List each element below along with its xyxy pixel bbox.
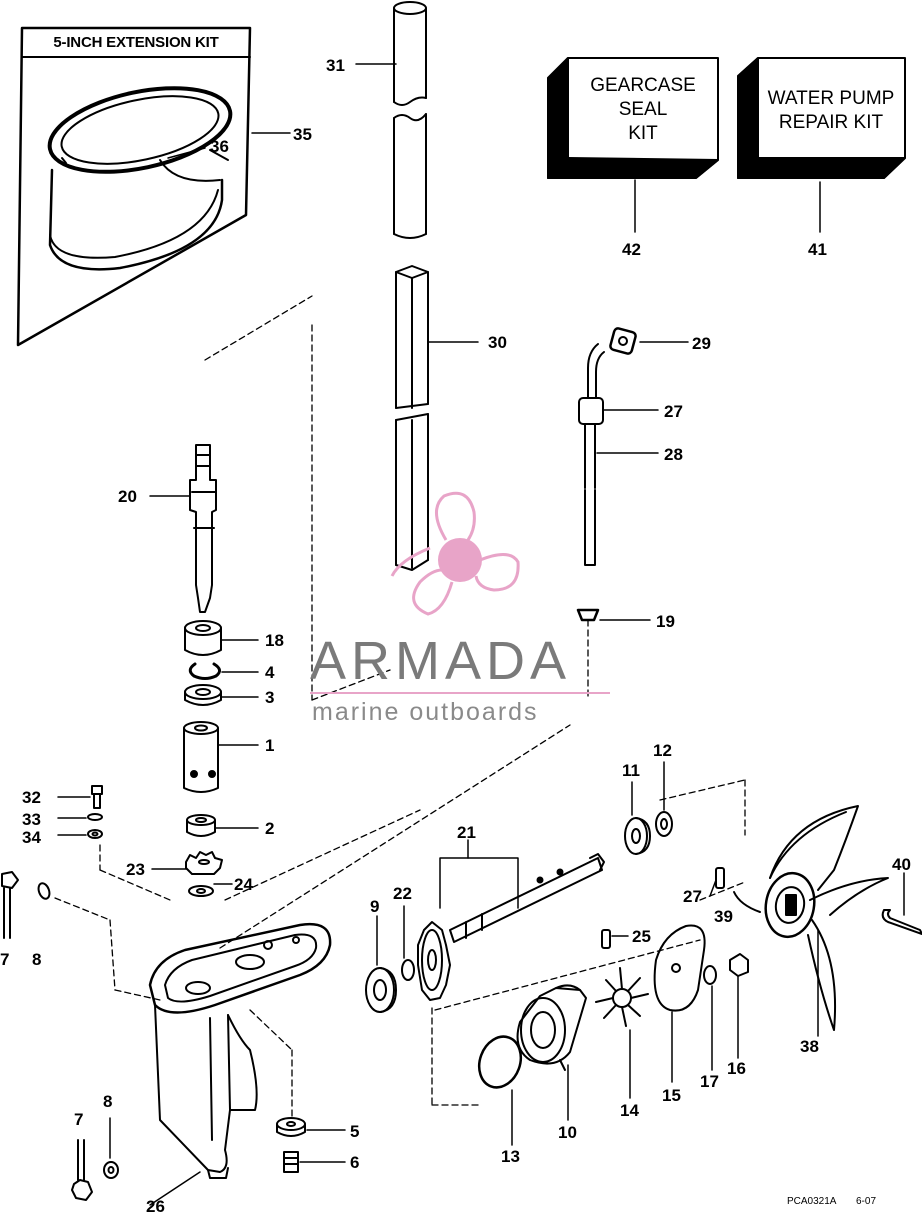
part-label-4: 4	[265, 663, 275, 682]
water-tube	[578, 343, 659, 566]
part-label-25: 25	[632, 927, 651, 946]
water-pump-kit-box	[737, 57, 906, 233]
part-31-driveshaft	[395, 265, 479, 571]
part-label-26: 26	[146, 1197, 165, 1216]
part-label-32: 31	[326, 56, 345, 75]
part-label-24: 24	[234, 875, 253, 894]
part-label-6: 6	[350, 1153, 360, 1172]
gearcase-seal-kit-box	[547, 57, 719, 233]
part-label-13: 13	[501, 1147, 520, 1166]
part-label-15: 15	[662, 1086, 681, 1105]
gearcase-seal-kit-label: GEARCASE SEAL KIT	[590, 75, 696, 144]
water-pump-housing	[516, 984, 587, 1121]
part-label-10: 10	[558, 1123, 577, 1142]
part-label-8-upper: 8	[32, 950, 42, 969]
drawing-code: PCA0321A	[787, 1196, 837, 1207]
part-label-34: 33	[22, 810, 41, 829]
part-label-42: 42	[622, 240, 641, 259]
armada-logo-propeller-icon	[390, 491, 520, 616]
part-label-33: 32	[22, 788, 41, 807]
part-label-1: 1	[265, 736, 275, 755]
part-label-12: 12	[653, 741, 672, 760]
part-label-20: 20	[118, 487, 137, 506]
part-label-18: 18	[265, 631, 284, 650]
part-label-38: 38	[800, 1037, 819, 1056]
gearcase-housing	[148, 922, 332, 1206]
part-label-30: 29	[692, 334, 711, 353]
drawing-date: 6-07	[856, 1196, 877, 1207]
part-label-17: 17	[700, 1072, 719, 1091]
part-label-41: 41	[808, 240, 827, 259]
part-label-31: 30	[488, 333, 507, 352]
part-label-7-upper: 7	[0, 950, 10, 969]
part-20-shaft	[149, 444, 217, 613]
part-label-36: 35	[293, 125, 312, 144]
water-pump-kit-label: WATER PUMP REPAIR KIT	[767, 88, 895, 133]
alignment-lines	[54, 295, 746, 1119]
extension-kit-title: 5-INCH EXTENSION KIT	[53, 34, 219, 51]
armada-logo-wordmark: ARMADA	[310, 631, 572, 691]
armada-logo-tagline: marine outboards	[312, 698, 539, 726]
part-label-29: 28	[664, 445, 683, 464]
extension-kit-frame	[16, 26, 252, 347]
part-label-14: 14	[620, 1101, 639, 1120]
part-label-9: 9	[370, 897, 380, 916]
part-label-23: 23	[126, 860, 145, 879]
part-label-39: 39	[714, 907, 733, 926]
part-label-19: 19	[656, 612, 675, 631]
part-label-40: 40	[892, 855, 911, 874]
part-label-28: 27	[664, 402, 683, 421]
part-label-3: 3	[265, 688, 275, 707]
part-label-2: 2	[265, 819, 275, 838]
propeller	[733, 805, 889, 1037]
part-label-27: 27	[683, 887, 702, 906]
part-label-8-lower: 8	[103, 1092, 113, 1111]
part-32-tube	[355, 1, 427, 239]
part-label-21: 21	[457, 823, 476, 842]
part-label-22: 22	[393, 884, 412, 903]
impeller	[595, 967, 649, 1099]
part-label-16: 16	[727, 1059, 746, 1078]
part-label-35: 34	[22, 828, 41, 847]
part-label-37: 36	[210, 137, 229, 156]
part-label-5: 5	[350, 1122, 360, 1141]
part-label-7-lower: 7	[74, 1110, 84, 1129]
part-label-11: 11	[622, 761, 640, 780]
